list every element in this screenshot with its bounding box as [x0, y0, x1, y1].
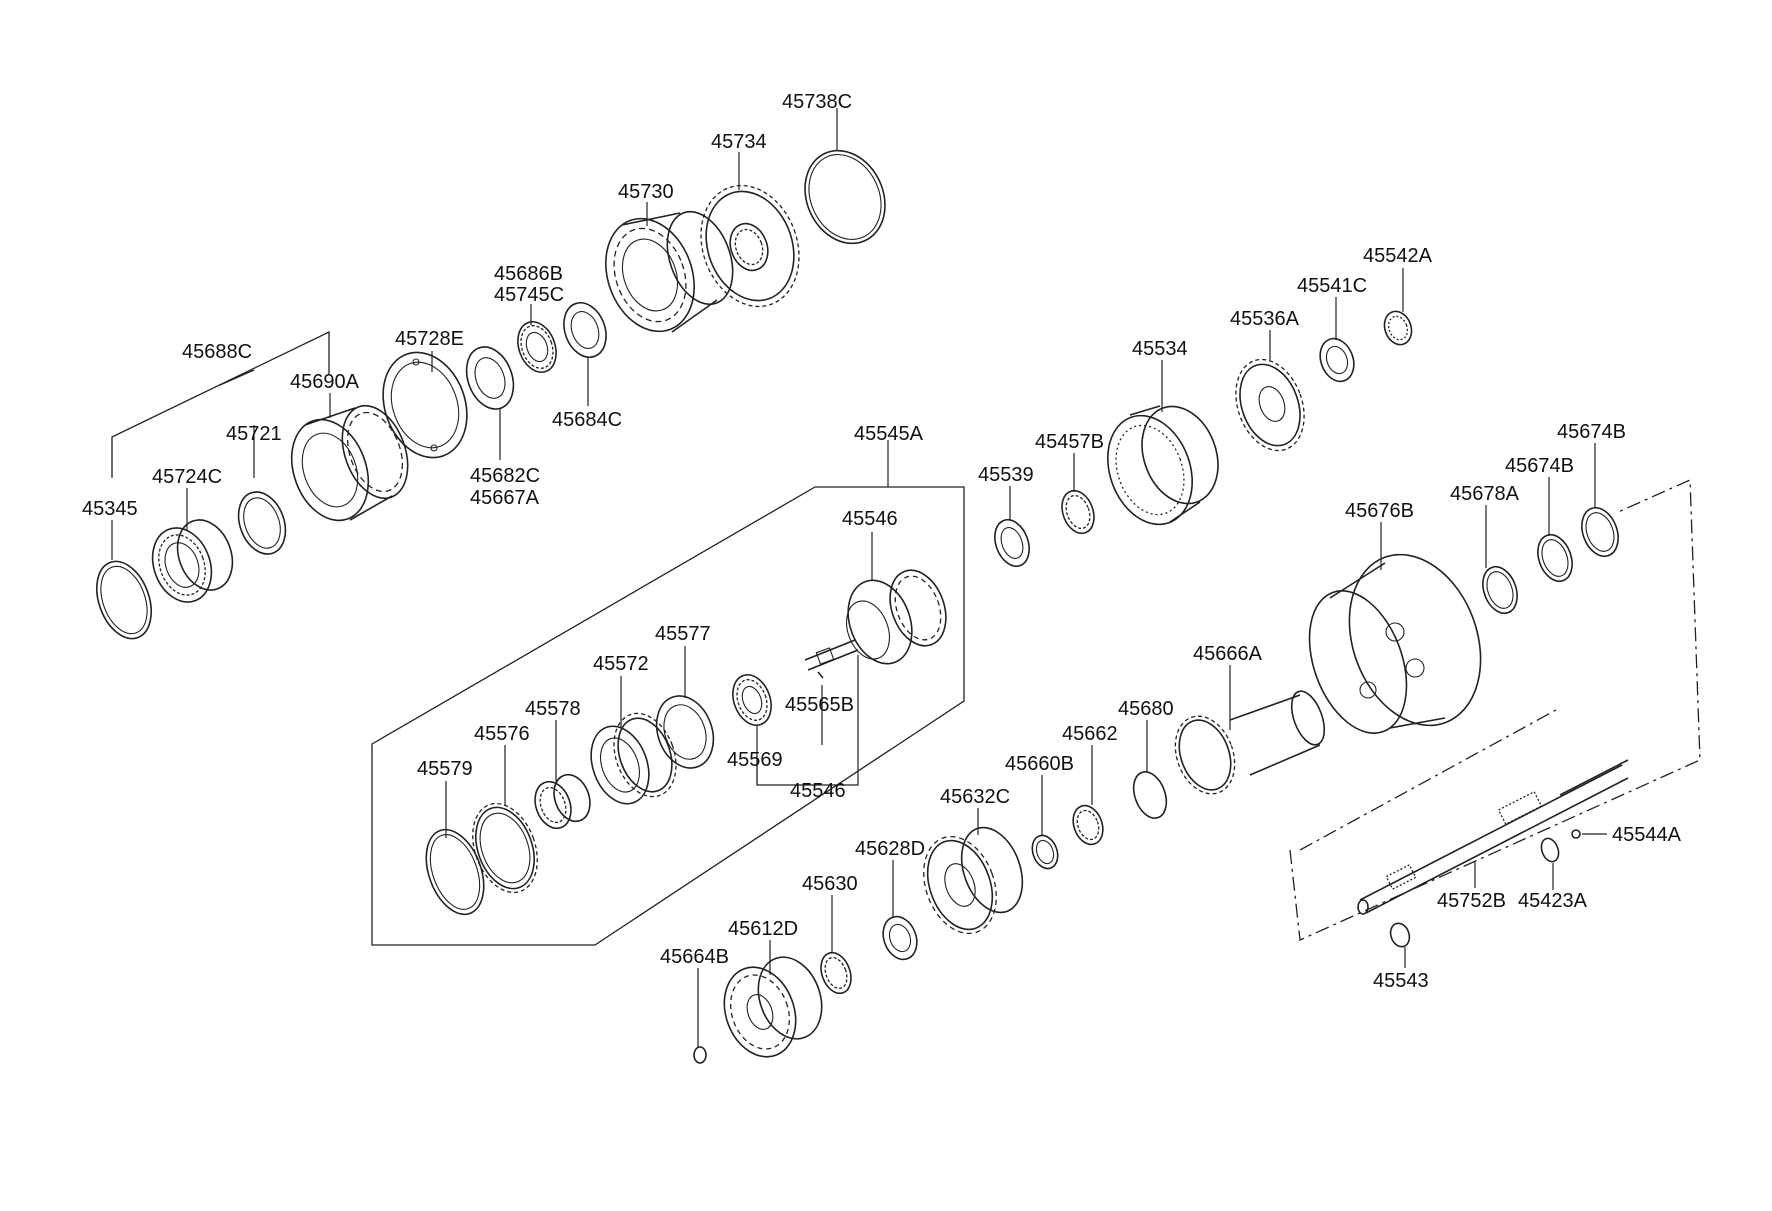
- label-45667A: 45667A: [470, 487, 540, 509]
- part-45576-gear-plate: [472, 802, 538, 894]
- label-45630: 45630: [802, 873, 858, 895]
- part-45345-snap-ring: [96, 560, 152, 640]
- part-45680-snap-ring: [1132, 771, 1168, 819]
- label-45632C: 45632C: [940, 786, 1010, 808]
- part-45724C-bearing: [151, 519, 234, 603]
- label-45565B: 45565B: [785, 694, 854, 716]
- label-45577: 45577: [655, 623, 711, 645]
- label-45423A: 45423A: [1518, 890, 1588, 912]
- label-45578: 45578: [525, 698, 581, 720]
- part-45628D-washer: [882, 915, 918, 961]
- part-45542A-sleeve: [1383, 310, 1413, 346]
- part-45632C-carrier: [923, 826, 1024, 935]
- part-45457B-bearing: [1061, 489, 1095, 535]
- label-45721: 45721: [226, 423, 282, 445]
- label-45539: 45539: [978, 464, 1034, 486]
- label-45745C: 45745C: [494, 284, 564, 306]
- part-45678A-ring: [1482, 565, 1518, 615]
- part-45660B-washer: [1031, 834, 1059, 870]
- part-45577-plate: [655, 695, 715, 769]
- label-45569: 45569: [727, 749, 783, 771]
- label-45534: 45534: [1132, 338, 1188, 360]
- part-45544A-ball: [1571, 829, 1581, 839]
- label-45734: 45734: [711, 131, 767, 153]
- part-45662-bearing: [1072, 804, 1104, 846]
- label-45546-top: 45546: [842, 508, 898, 530]
- label-45664B: 45664B: [660, 946, 729, 968]
- part-45541C-washer: [1319, 337, 1355, 383]
- part-45423A-ring: [1540, 837, 1560, 863]
- label-45536A: 45536A: [1230, 308, 1300, 330]
- part-45674B-ring-1: [1581, 506, 1619, 558]
- label-45544A: 45544A: [1612, 824, 1682, 846]
- label-45579: 45579: [417, 758, 473, 780]
- label-45542A: 45542A: [1363, 245, 1433, 267]
- part-45630-bearing: [820, 951, 852, 995]
- part-45686B-bearing: [517, 321, 557, 373]
- label-45728E: 45728E: [395, 328, 464, 350]
- part-45734-gear: [700, 184, 800, 308]
- part-45539-washer: [994, 518, 1030, 568]
- label-45678A: 45678A: [1450, 483, 1520, 505]
- label-45680: 45680: [1118, 698, 1174, 720]
- label-45674B-2: 45674B: [1505, 455, 1574, 477]
- part-45546-carrier-assembly: [804, 569, 947, 671]
- label-45686B: 45686B: [494, 263, 563, 285]
- label-45545A: 45545A: [854, 423, 924, 445]
- part-45534-ring: [1107, 405, 1219, 526]
- label-45345: 45345: [82, 498, 138, 520]
- part-45666A-shaft: [1174, 690, 1326, 795]
- label-45543: 45543: [1373, 970, 1429, 992]
- label-45666A: 45666A: [1193, 643, 1263, 665]
- label-45546-bottom: 45546: [790, 780, 846, 802]
- part-45721-ring: [237, 491, 287, 555]
- part-45578-bearing: [534, 773, 591, 830]
- label-45682C: 45682C: [470, 465, 540, 487]
- part-45682C-washer: [465, 346, 515, 410]
- part-45684C-washer: [563, 302, 607, 358]
- label-45674B-1: 45674B: [1557, 421, 1626, 443]
- label-45576: 45576: [474, 723, 530, 745]
- part-45730-drum: [605, 210, 734, 333]
- label-45628D: 45628D: [855, 838, 925, 860]
- leader-lines: [111, 108, 1607, 1047]
- label-45684C: 45684C: [552, 409, 622, 431]
- part-45690A-drum: [290, 404, 409, 522]
- part-45579-snap-ring: [425, 828, 485, 916]
- label-45688C: 45688C: [182, 341, 252, 363]
- part-45676B-drum: [1308, 553, 1482, 734]
- part-45572-ring-gear: [590, 712, 677, 805]
- part-45674B-ring-2: [1537, 533, 1573, 583]
- label-45690A: 45690A: [290, 371, 360, 393]
- part-45536A-gear: [1235, 358, 1305, 452]
- label-45572: 45572: [593, 653, 649, 675]
- part-45738C-snap-ring: [804, 149, 886, 245]
- label-45752B: 45752B: [1437, 890, 1506, 912]
- group-box-45752B: [1289, 479, 1701, 941]
- part-45565B-pin: [817, 671, 824, 679]
- label-45676B: 45676B: [1345, 500, 1414, 522]
- label-45662: 45662: [1062, 723, 1118, 745]
- label-45457B: 45457B: [1035, 431, 1104, 453]
- part-45543-ring: [1389, 922, 1411, 948]
- label-45730: 45730: [618, 181, 674, 203]
- part-45752B-shaft: [1357, 759, 1629, 915]
- part-45728E-plate: [382, 351, 468, 459]
- part-45569-bearing: [732, 674, 772, 726]
- label-45612D: 45612D: [728, 918, 798, 940]
- part-45664B-ring: [693, 1046, 707, 1064]
- group-box-45545A: [371, 486, 965, 946]
- part-45612D-carrier: [723, 956, 823, 1058]
- label-45724C: 45724C: [152, 466, 222, 488]
- label-45541C: 45541C: [1297, 275, 1367, 297]
- label-45660B: 45660B: [1005, 753, 1074, 775]
- label-45738C: 45738C: [782, 91, 852, 113]
